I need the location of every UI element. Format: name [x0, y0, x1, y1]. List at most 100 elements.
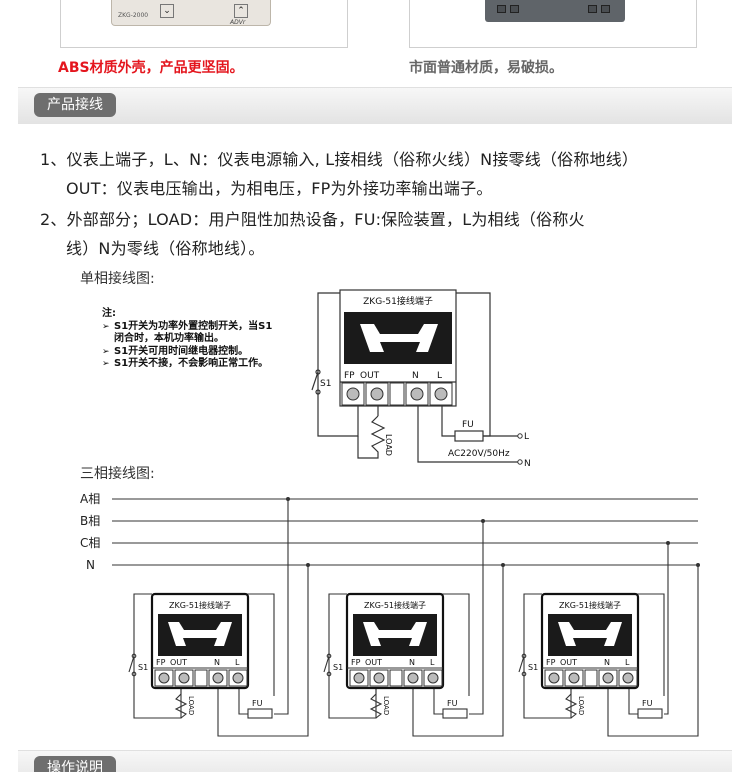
section-band-wiring: 产品接线: [18, 87, 732, 124]
h-bar-graphic: [558, 622, 622, 646]
terminal-slot: [584, 669, 598, 687]
neutral-tap-wire: [217, 565, 309, 737]
fuse-symbol: [247, 708, 273, 719]
fuse-label: FU: [462, 420, 474, 430]
controller-face: ⌄ ⌃ ZKG-2000 ADVr: [111, 0, 271, 26]
switch-blade: [311, 371, 319, 391]
note-item-2: S1开关可用时间继电器控制。: [102, 346, 282, 359]
loop-wire: [523, 593, 572, 719]
phase-label-c: C相: [80, 536, 100, 550]
switch-contact: [315, 389, 321, 395]
terminal-l: L: [625, 658, 630, 667]
fuse-symbol: [454, 430, 484, 442]
phase-tap-wire: [664, 543, 669, 715]
screw-icon: [373, 672, 385, 684]
screw-icon: [568, 672, 580, 684]
screw-icon: [602, 672, 614, 684]
load-resistor: [564, 688, 578, 719]
terminal-fp: FP: [156, 658, 166, 667]
section-title-wiring: 产品接线: [34, 93, 116, 117]
terminal-fp: FP: [344, 371, 355, 381]
fuse-label: FU: [447, 699, 458, 708]
terminal-slot: [194, 669, 208, 687]
controller-face-gray: [485, 0, 625, 22]
l-wire: [433, 688, 443, 715]
loop-wire: [439, 593, 470, 696]
terminal-fp: FP: [351, 658, 361, 667]
junction-dot: [501, 563, 505, 567]
single-phase-diagram: ZKG-51接线端子 FP OUT N L S1 LOAD FU L AC220…: [311, 289, 531, 469]
load-label: LOAD: [187, 696, 195, 715]
switch-blade: [323, 655, 330, 673]
note-heading: 注:: [102, 308, 116, 319]
switch-label: S1: [333, 663, 343, 672]
load-label: LOAD: [382, 696, 390, 715]
h-bar-graphic: [168, 622, 232, 646]
junction-dot: [666, 541, 670, 545]
switch-contact: [521, 671, 527, 677]
button-icon: [588, 5, 597, 13]
screw-icon: [346, 387, 360, 401]
paragraph-2: 2、外部部分；LOAD：用户阻性加热设备，FU:保险装置，L为相线（俗称火 线）…: [40, 205, 585, 263]
three-phase-title: 三相接线图:: [80, 466, 155, 482]
terminal-l: L: [235, 658, 240, 667]
switch-label: S1: [528, 663, 538, 672]
paragraph-1: 1、仪表上端子，L、N：仪表电源输入, L接相线（俗称火线）N接零线（俗称地线）…: [40, 145, 638, 203]
note-item-1: S1开关为功率外置控制开关，当S1闭合时，本机功率输出。: [102, 321, 282, 346]
loop-wire: [328, 593, 377, 719]
switch-contact: [315, 369, 321, 375]
paragraph-2-line-1: 2、外部部分；LOAD：用户阻性加热设备，FU:保险装置，L为相线（俗称火: [40, 210, 585, 229]
junction-dot: [306, 563, 310, 567]
screw-icon: [232, 672, 244, 684]
screw-icon: [548, 672, 560, 684]
load-resistor: [357, 415, 386, 459]
abs-caption: ABS材质外壳，产品更坚固。: [58, 60, 244, 76]
screw-icon: [434, 387, 448, 401]
fuse-label: FU: [252, 699, 263, 708]
l-wire: [628, 688, 638, 715]
junction-dot: [481, 519, 485, 523]
terminal-fp: FP: [546, 658, 556, 667]
screw-icon: [370, 387, 384, 401]
common-caption: 市面普通材质，易破损。: [409, 60, 563, 76]
screw-icon: [622, 672, 634, 684]
neutral-tap-wire: [412, 565, 504, 737]
fuse-label: FU: [642, 699, 653, 708]
terminal-out: OUT: [365, 658, 382, 667]
note-item-3: S1开关不接，不会影响正常工作。: [102, 358, 282, 371]
h-bar-graphic: [360, 324, 438, 352]
switch-label: S1: [320, 379, 331, 389]
line-l-label: L: [524, 432, 529, 442]
phase-label-b: B相: [80, 514, 100, 528]
phase-label-n: N: [86, 558, 95, 572]
load-resistor: [369, 688, 383, 719]
terminal-l: L: [430, 658, 435, 667]
terminal-n: N: [409, 658, 415, 667]
fuse-symbol: [637, 708, 663, 719]
paragraph-1-line-1: 1、仪表上端子，L、N：仪表电源输入, L接相线（俗称火线）N接零线（俗称地线）: [40, 150, 639, 169]
single-phase-notes: 注: S1开关为功率外置控制开关，当S1闭合时，本机功率输出。 S1开关可用时间…: [102, 308, 282, 371]
junction-dot: [286, 497, 290, 501]
phase-tap-wire: [274, 499, 289, 715]
wire-loop: [317, 292, 366, 437]
neutral-tap-wire: [607, 565, 699, 737]
screw-icon: [410, 387, 424, 401]
common-shell-photo: [409, 0, 697, 48]
fuse-symbol: [442, 708, 468, 719]
screw-icon: [178, 672, 190, 684]
terminal-slot: [389, 382, 405, 406]
phase-tap-wire: [469, 521, 484, 715]
chevron-up-icon: ⌃: [234, 4, 248, 18]
button-icon: [510, 5, 519, 13]
phase-label-a: A相: [80, 492, 100, 506]
model-label: ZKG-2000: [118, 12, 149, 19]
brand-label: ADVr: [230, 19, 246, 26]
chevron-down-icon: ⌄: [160, 4, 174, 18]
load-label: LOAD: [577, 696, 585, 715]
wire-l: [441, 406, 455, 437]
device-graphic: [341, 312, 523, 465]
